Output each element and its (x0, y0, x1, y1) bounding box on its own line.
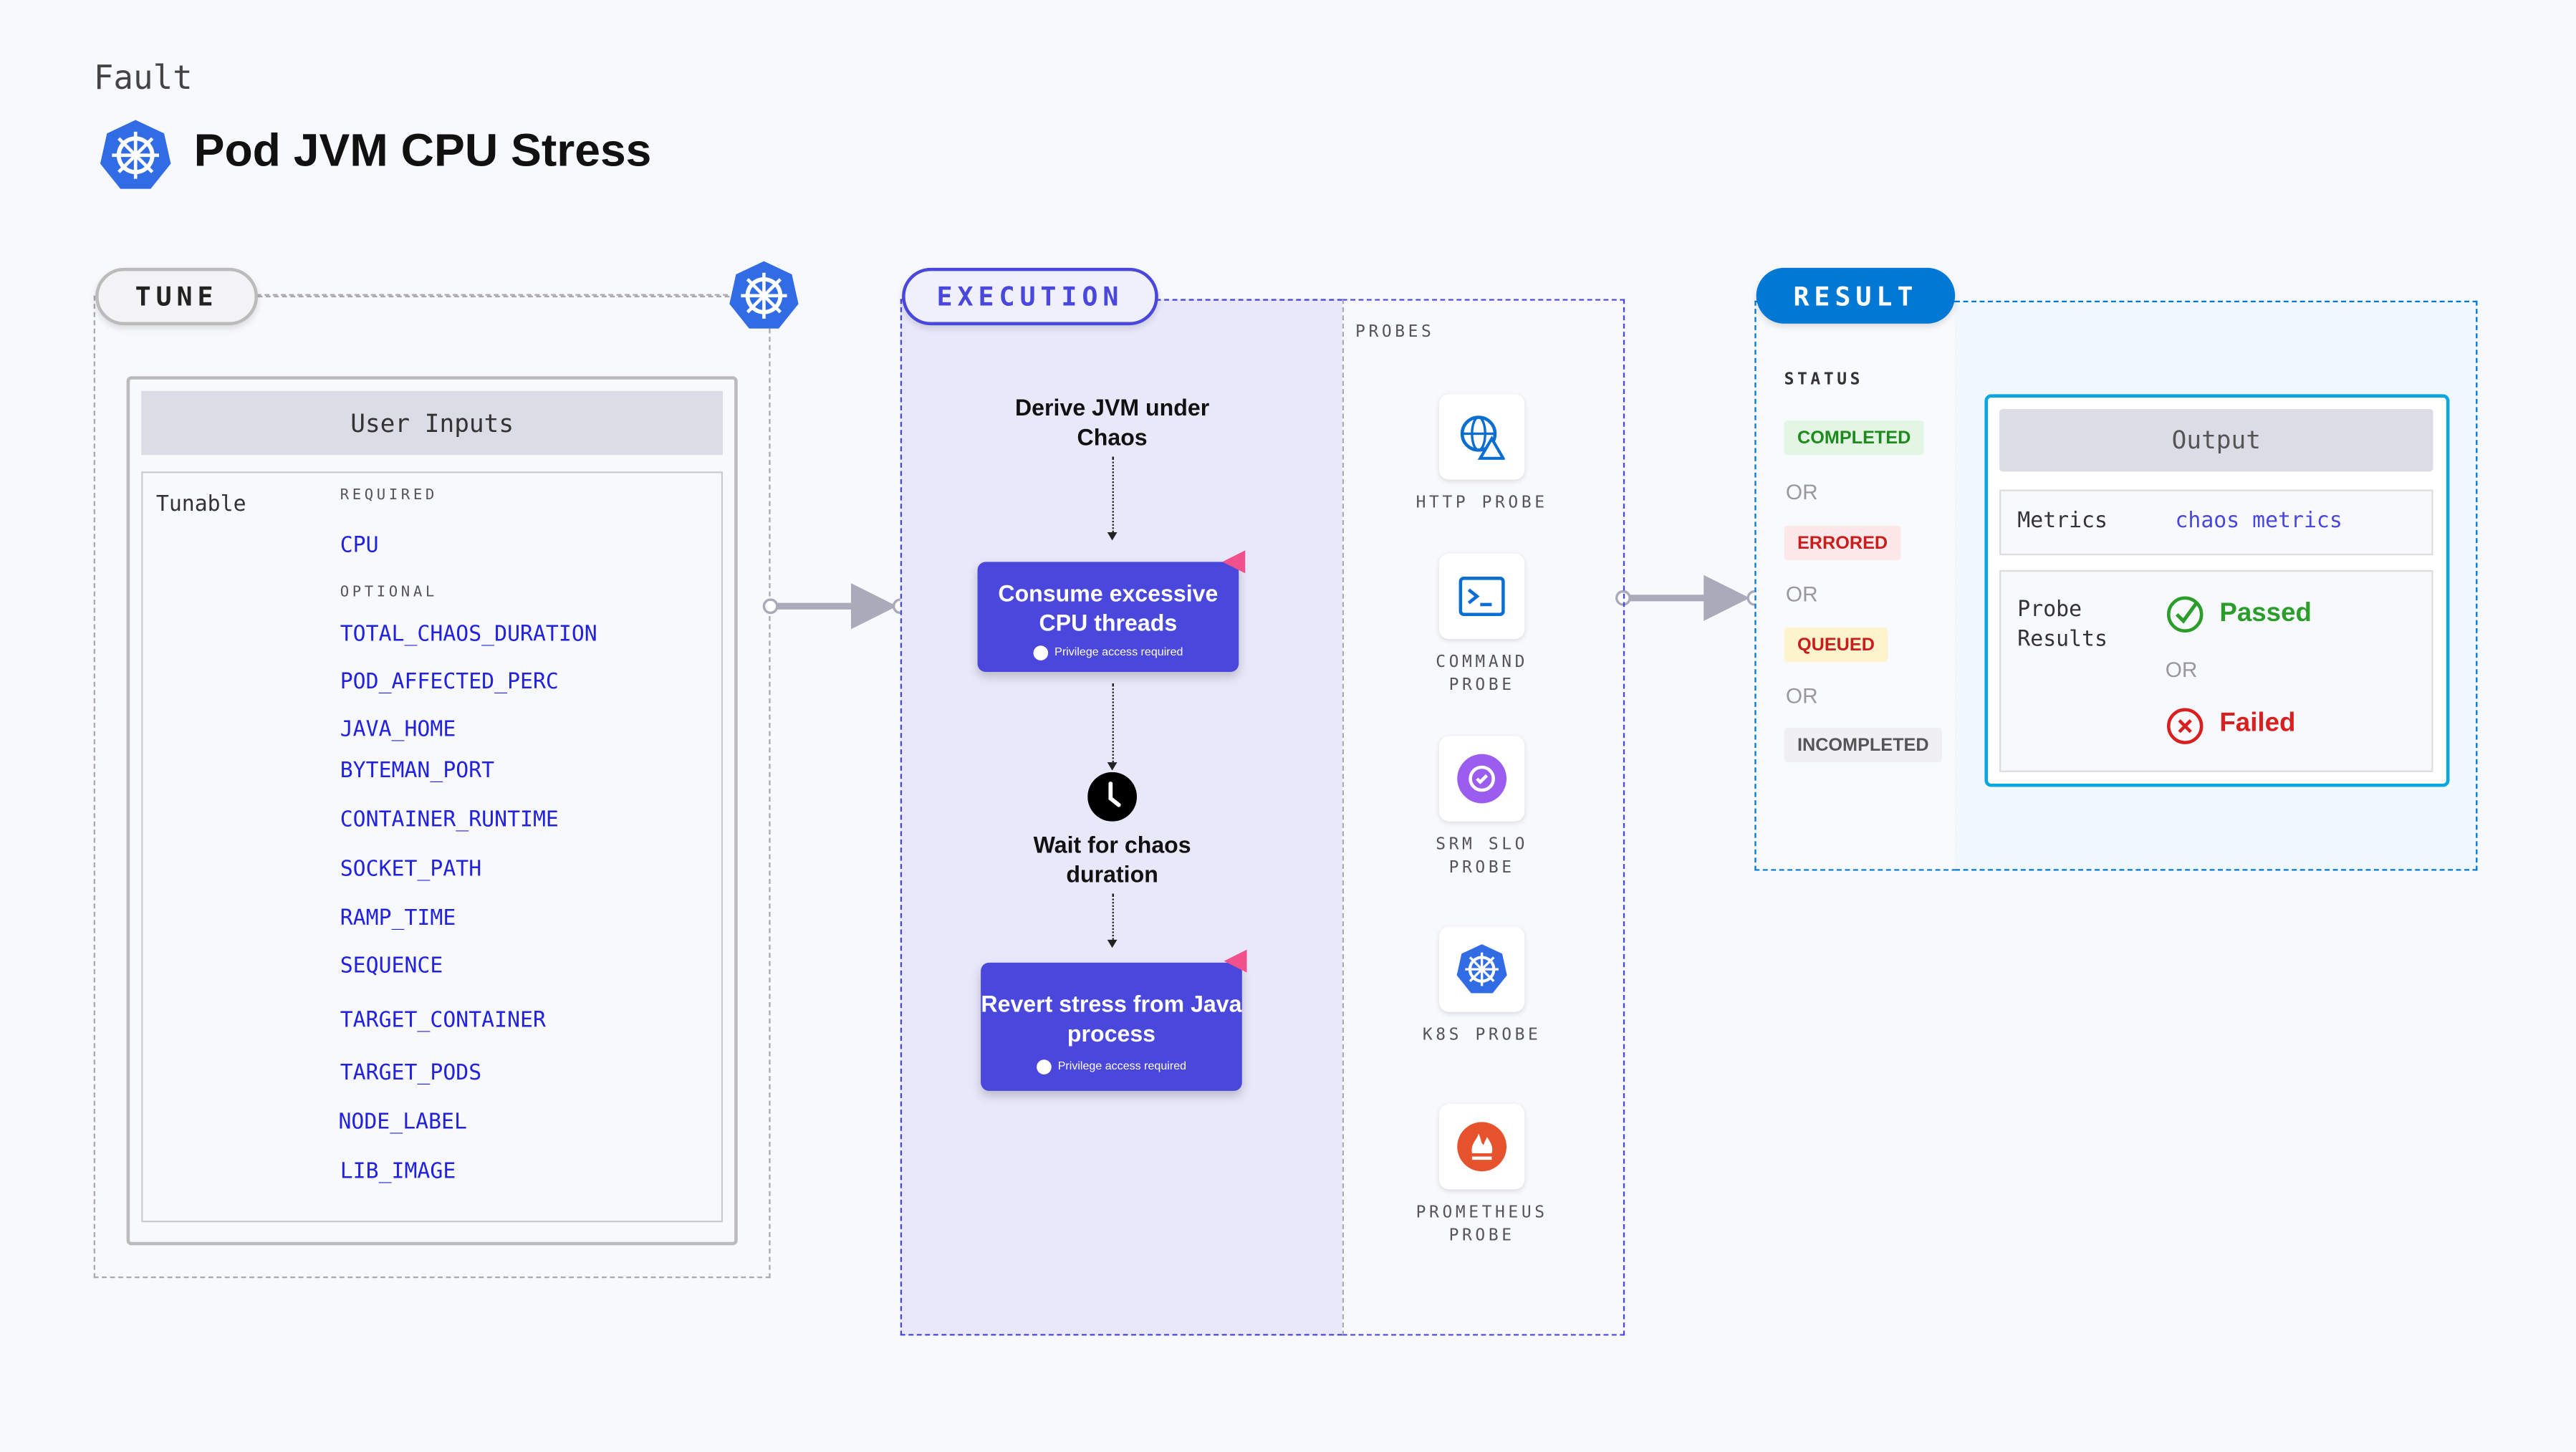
failed-label: Failed (2219, 709, 2296, 738)
step-title: Consume excessive CPU threads (998, 580, 1219, 636)
arrow-execution-to-result-icon (1615, 574, 1763, 621)
category-label: Fault (93, 57, 193, 97)
step-revert-stress: Revert stress from Java process Privileg… (981, 962, 1242, 1091)
status-incompleted-badge: INCOMPLETED (1784, 727, 1942, 763)
input-item: POD_AFFECTED_PERC (340, 670, 559, 696)
probes-section (1342, 299, 1625, 1336)
user-inputs-card (126, 376, 738, 1246)
result-pill: RESULT (1756, 267, 1956, 324)
or-label: OR (1785, 683, 1818, 708)
metrics-value: chaos metrics (2175, 509, 2342, 534)
inputs-panel (141, 471, 724, 1223)
kubernetes-icon (1456, 944, 1507, 994)
input-cpu: CPU (340, 534, 379, 559)
input-item: SEQUENCE (340, 954, 443, 979)
kubernetes-icon (729, 261, 799, 329)
probe-results-row (1999, 569, 2433, 772)
step-title: Revert stress from Java process (981, 990, 1242, 1047)
or-label: OR (1785, 479, 1818, 505)
status-errored-badge: ERRORED (1784, 525, 1901, 561)
probe-label: K8S PROBE (1422, 1027, 1542, 1045)
clock-icon (1087, 771, 1138, 822)
tune-section (93, 295, 771, 1279)
kubernetes-logo-icon (100, 120, 171, 189)
input-item: JAVA_HOME (340, 718, 456, 743)
input-item: NODE_LABEL (338, 1110, 467, 1135)
prometheus-icon (1457, 1122, 1507, 1172)
privilege-note: Privilege access required (1054, 647, 1183, 659)
privilege-note: Privilege access required (1057, 1061, 1187, 1073)
probe-srm-slo: SRM SLO PROBE (1400, 736, 1564, 880)
probe-label: COMMAND PROBE (1436, 653, 1529, 696)
probes-label: PROBES (1355, 323, 1435, 342)
probe-label: HTTP PROBE (1416, 494, 1548, 513)
probe-prometheus: PROMETHEUS PROBE (1400, 1104, 1564, 1249)
step-consume-cpu: Consume excessive CPU threads Privilege … (977, 562, 1239, 673)
input-item: RAMP_TIME (340, 906, 456, 932)
check-circle-icon (2166, 596, 2203, 633)
step-wait: Wait for chaos duration (1033, 831, 1191, 888)
status-queued-badge: QUEUED (1784, 628, 1888, 663)
probe-results-label: Probe Results (2017, 597, 2108, 653)
lock-icon (1036, 1059, 1052, 1074)
input-item: TARGET_CONTAINER (340, 1009, 546, 1034)
metrics-row (1999, 489, 2433, 556)
status-completed-badge: COMPLETED (1784, 420, 1924, 456)
passed-label: Passed (2219, 600, 2312, 628)
input-item: LIB_IMAGE (340, 1160, 456, 1185)
probe-label: PROMETHEUS PROBE (1416, 1204, 1548, 1246)
terminal-icon (1458, 576, 1505, 617)
tune-pill: TUNE (95, 267, 259, 326)
or-label: OR (2165, 657, 2198, 682)
status-section (1754, 300, 1957, 871)
input-item: BYTEMAN_PORT (340, 759, 495, 784)
globe-warning-icon (1460, 415, 1505, 460)
arrow-tune-to-execution-icon (762, 583, 908, 630)
lock-icon (1033, 645, 1048, 660)
probe-command: COMMAND PROBE (1400, 553, 1564, 698)
output-header: Output (1999, 409, 2433, 472)
status-label: STATUS (1784, 371, 1864, 390)
probe-label: SRM SLO PROBE (1436, 836, 1529, 878)
or-label: OR (1785, 581, 1818, 607)
step-derive-jvm: Derive JVM under Chaos (1014, 394, 1210, 451)
input-item: TARGET_PODS (340, 1061, 482, 1086)
optional-label: OPTIONAL (340, 585, 438, 602)
tunable-label: Tunable (155, 493, 246, 518)
x-circle-icon (2166, 708, 2203, 744)
input-item: SOCKET_PATH (340, 857, 482, 883)
page-title: Pod JVM CPU Stress (193, 125, 652, 176)
probe-http: HTTP PROBE (1400, 394, 1564, 516)
input-item: TOTAL_CHAOS_DURATION (340, 622, 597, 648)
probe-k8s: K8S PROBE (1400, 926, 1564, 1048)
srm-slo-icon (1457, 754, 1507, 804)
metrics-label: Metrics (2017, 509, 2108, 534)
input-item: CONTAINER_RUNTIME (340, 808, 559, 833)
user-inputs-header: User Inputs (141, 390, 724, 456)
required-label: REQUIRED (340, 488, 438, 505)
execution-pill: EXECUTION (902, 267, 1158, 326)
